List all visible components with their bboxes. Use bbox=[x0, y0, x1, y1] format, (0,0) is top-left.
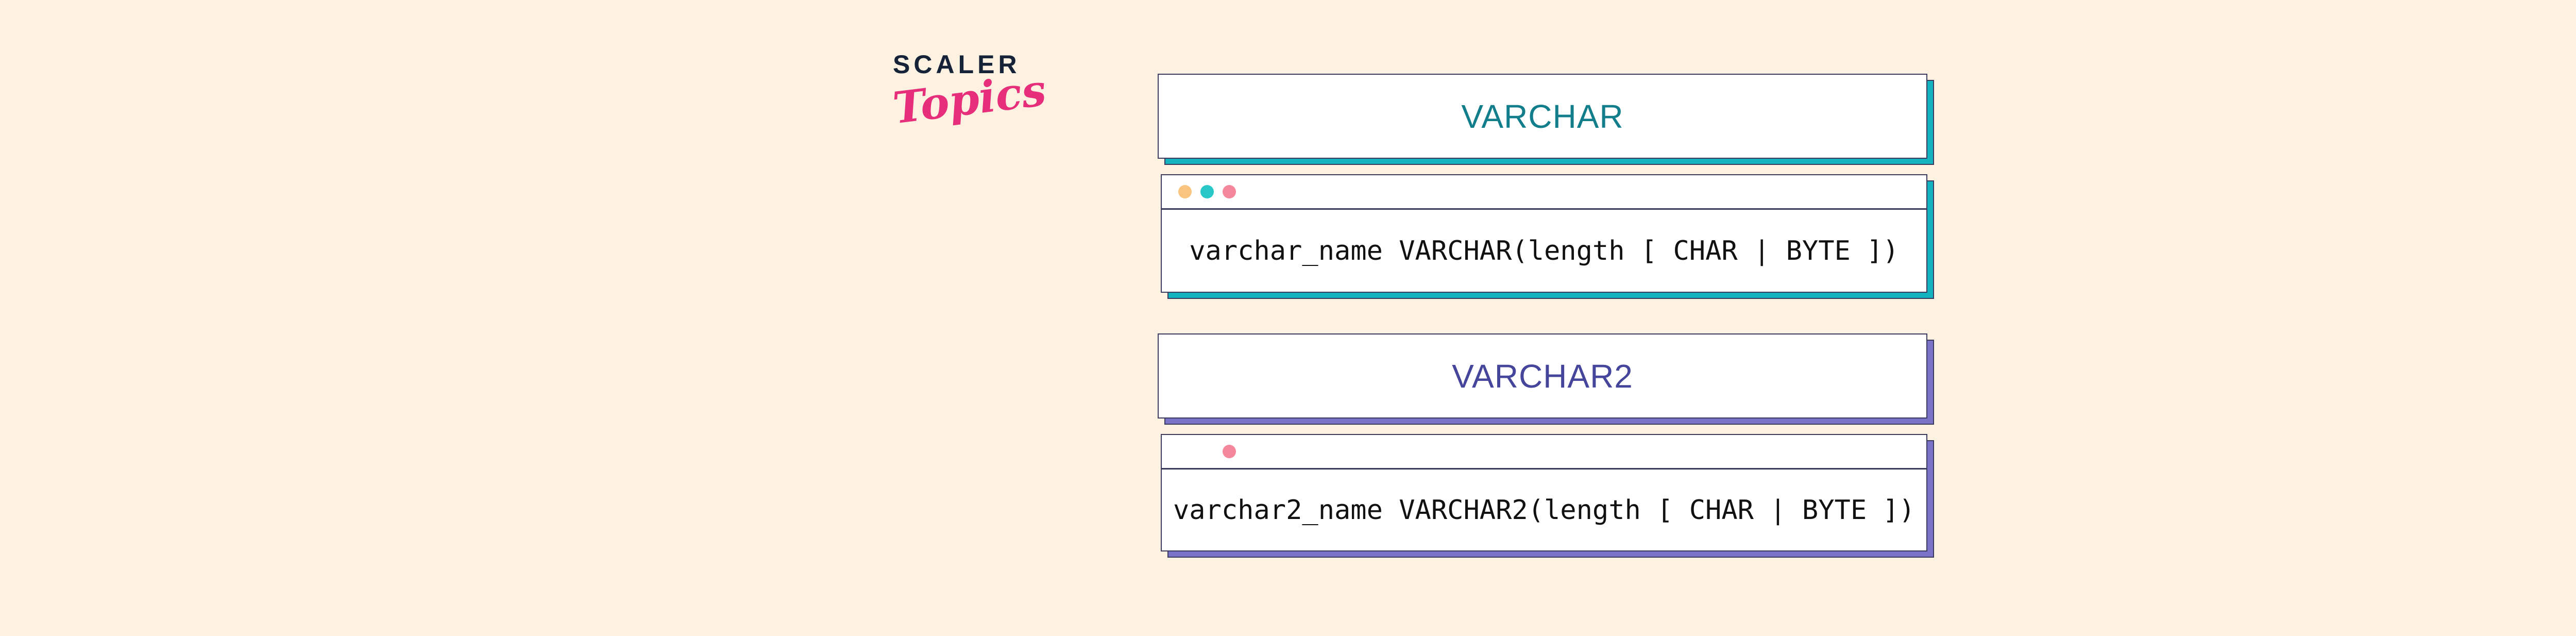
scaler-topics-logo: SCALER Topics bbox=[890, 49, 1049, 133]
window-dot-teal-icon bbox=[1200, 185, 1214, 198]
window-dot-pink-icon bbox=[1223, 185, 1236, 198]
window-dot-pink-icon bbox=[1223, 445, 1236, 458]
window-titlebar bbox=[1162, 175, 1926, 210]
varchar-syntax-window-face: varchar_name VARCHAR(length [ CHAR | BYT… bbox=[1161, 174, 1927, 293]
varchar2-syntax-window-face: varchar2_name VARCHAR2(length [ CHAR | B… bbox=[1161, 434, 1927, 551]
varchar2-syntax-code: varchar2_name VARCHAR2(length [ CHAR | B… bbox=[1173, 494, 1916, 526]
varchar-title-box-face: VARCHAR bbox=[1158, 74, 1927, 159]
varchar2-title-label: VARCHAR2 bbox=[1452, 357, 1633, 395]
varchar-syntax-window: varchar_name VARCHAR(length [ CHAR | BYT… bbox=[1161, 174, 1934, 299]
window-titlebar bbox=[1162, 435, 1926, 470]
varchar2-title-box-face: VARCHAR2 bbox=[1158, 333, 1927, 419]
varchar-title-box: VARCHAR bbox=[1158, 74, 1934, 165]
logo-brand-text: SCALER bbox=[893, 50, 1021, 79]
varchar2-title-box: VARCHAR2 bbox=[1158, 333, 1934, 425]
varchar-title-label: VARCHAR bbox=[1461, 97, 1624, 135]
logo-sub-text: Topics bbox=[890, 64, 1049, 134]
varchar-syntax-code: varchar_name VARCHAR(length [ CHAR | BYT… bbox=[1189, 235, 1899, 266]
window-dot-orange-icon bbox=[1178, 185, 1192, 198]
varchar2-syntax-window: varchar2_name VARCHAR2(length [ CHAR | B… bbox=[1161, 434, 1934, 558]
